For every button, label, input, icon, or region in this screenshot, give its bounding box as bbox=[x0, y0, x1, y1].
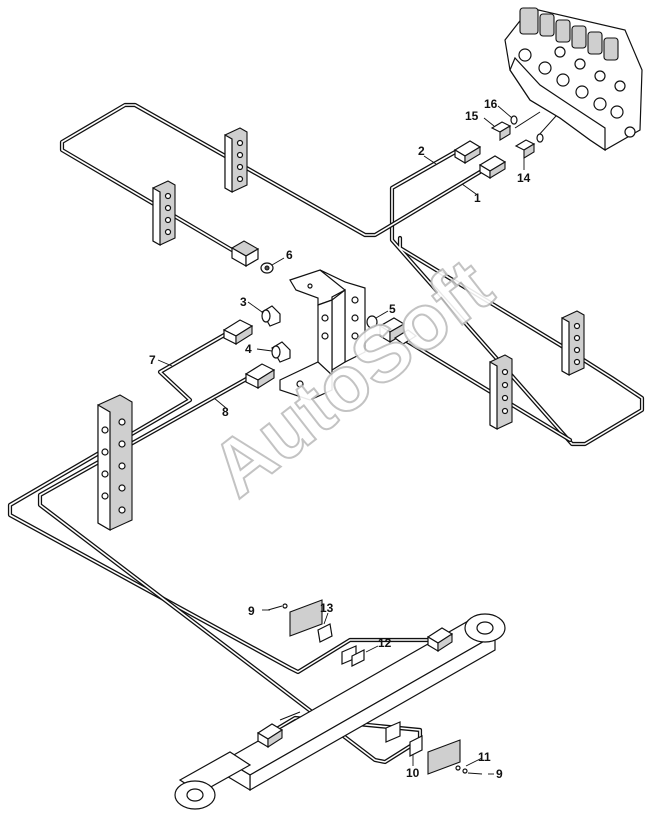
fitting-15 bbox=[490, 121, 512, 141]
clamp-block-upper-left bbox=[224, 127, 248, 194]
cylinder-port-fitting-upper bbox=[426, 627, 454, 653]
callout-14: 14 bbox=[517, 171, 531, 185]
fitting-1-end bbox=[478, 155, 507, 180]
fitting-14 bbox=[514, 133, 544, 159]
clamp-12 bbox=[341, 645, 365, 667]
fitting-3 bbox=[261, 305, 281, 327]
callout-15: 15 bbox=[465, 109, 479, 123]
callout-1: 1 bbox=[474, 191, 481, 205]
clamp-block-left bbox=[152, 180, 176, 247]
callout-11: 11 bbox=[478, 750, 491, 764]
clamp-block-large-left bbox=[97, 394, 133, 532]
callout-12: 12 bbox=[378, 636, 392, 650]
callout-9-upper: 9 bbox=[248, 604, 255, 618]
callout-2: 2 bbox=[418, 144, 425, 158]
hose-routes bbox=[7, 102, 645, 765]
callout-6: 6 bbox=[286, 248, 293, 262]
callout-3: 3 bbox=[240, 295, 247, 309]
seal-16 bbox=[510, 115, 518, 125]
watermark-text: AutoSoft bbox=[194, 241, 508, 513]
fitting-6-end bbox=[230, 240, 274, 274]
callout-5: 5 bbox=[389, 302, 396, 316]
clamp-10 bbox=[385, 721, 423, 757]
leader-lines bbox=[157, 105, 525, 775]
bolt-9-upper bbox=[267, 603, 288, 611]
callout-4: 4 bbox=[245, 342, 252, 356]
clamp-block-right-upper bbox=[561, 310, 585, 377]
fitting-7-end bbox=[222, 319, 254, 345]
callout-9-lower: 9 bbox=[496, 767, 503, 781]
callout-16: 16 bbox=[484, 97, 498, 111]
bolt-9-lower bbox=[455, 765, 483, 775]
callout-7: 7 bbox=[149, 353, 156, 367]
hydraulic-cylinder bbox=[174, 613, 506, 810]
callout-labels: 1 2 3 4 5 6 7 8 9 10 11 12 13 14 15 16 9 bbox=[149, 97, 531, 781]
clamp-plate-13 bbox=[289, 599, 333, 643]
fitting-5 bbox=[366, 315, 418, 345]
callout-13: 13 bbox=[320, 601, 334, 615]
callout-8: 8 bbox=[222, 405, 229, 419]
mounting-bracket bbox=[279, 269, 366, 401]
control-valve-block bbox=[504, 7, 643, 152]
callout-10: 10 bbox=[406, 766, 420, 780]
clamp-block-right-lower bbox=[489, 354, 513, 431]
fitting-4 bbox=[271, 341, 291, 363]
cylinder-port-fitting-lower bbox=[256, 723, 284, 749]
fitting-2-end bbox=[453, 140, 482, 165]
fitting-8-end bbox=[244, 363, 276, 389]
clamp-plate-lower bbox=[427, 739, 461, 775]
